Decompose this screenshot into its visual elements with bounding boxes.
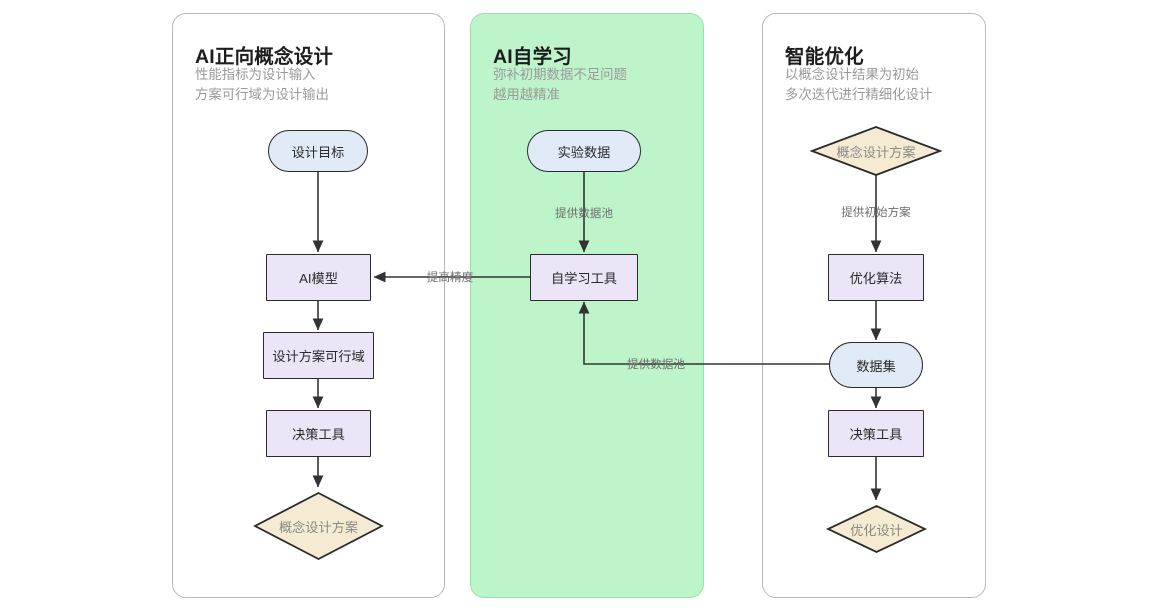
- node-design-goal[interactable]: 设计目标: [268, 130, 368, 172]
- node-decision-tool-left-label: 决策工具: [292, 427, 345, 442]
- node-optimization-algorithm[interactable]: 优化算法: [828, 254, 924, 301]
- node-dataset[interactable]: 数据集: [829, 342, 923, 388]
- node-decision-tool-right[interactable]: 决策工具: [828, 410, 924, 457]
- diamond-shape-icon: [810, 126, 942, 176]
- edge-label-improve-accuracy: 提高精度: [426, 271, 474, 284]
- node-dataset-label: 数据集: [856, 358, 896, 374]
- column-subtitle-middle-line1: 弥补初期数据不足问题: [493, 67, 627, 82]
- node-ai-model-label: AI模型: [299, 271, 338, 286]
- node-concept-scheme-right[interactable]: 概念设计方案: [810, 125, 942, 177]
- edge-label-provide-data-pool-cross: 提供数据池: [627, 358, 685, 371]
- node-experiment-data-label: 实验数据: [557, 144, 611, 160]
- column-title-middle: AI自学习: [493, 46, 573, 68]
- node-decision-tool-left[interactable]: 决策工具: [266, 410, 371, 457]
- node-ai-model[interactable]: AI模型: [266, 254, 371, 301]
- column-intelligent-optimization: 智能优化 以概念设计结果为初始 多次迭代进行精细化设计: [762, 13, 986, 598]
- node-feasible-domain[interactable]: 设计方案可行域: [263, 332, 374, 379]
- node-design-goal-label: 设计目标: [291, 144, 345, 160]
- node-decision-tool-right-label: 决策工具: [849, 427, 903, 442]
- edge-dataset-to-self-learning-tool: [578, 301, 831, 365]
- column-subtitle-right-line1: 以概念设计结果为初始: [785, 67, 919, 82]
- node-concept-scheme-right-label: 概念设计方案: [836, 144, 916, 160]
- node-self-learning-tool[interactable]: 自学习工具: [530, 254, 638, 301]
- node-concept-scheme-left-label: 概念设计方案: [278, 519, 359, 535]
- node-self-learning-tool-label: 自学习工具: [551, 271, 617, 286]
- edge-label-provide-data-pool-middle: 提供数据池: [555, 207, 613, 220]
- column-subtitle-middle-line2: 越用越精准: [493, 87, 560, 102]
- column-subtitle-right-line2: 多次迭代进行精细化设计: [785, 87, 933, 102]
- node-optimized-design[interactable]: 优化设计: [826, 504, 927, 554]
- column-subtitle-left-line2: 方案可行域为设计输出: [195, 87, 329, 102]
- column-subtitle-left-line1: 性能指标为设计输入: [195, 67, 316, 82]
- edge-label-provide-initial-scheme: 提供初始方案: [841, 206, 911, 219]
- node-experiment-data[interactable]: 实验数据: [527, 130, 641, 172]
- node-feasible-domain-label: 设计方案可行域: [272, 349, 365, 364]
- diamond-shape-icon: [253, 491, 384, 561]
- column-title-right: 智能优化: [785, 46, 864, 68]
- column-title-left: AI正向概念设计: [195, 46, 334, 68]
- diamond-shape-icon: [826, 505, 927, 553]
- node-optimization-algorithm-label: 优化算法: [849, 271, 903, 286]
- node-optimized-design-label: 优化设计: [850, 522, 903, 538]
- node-concept-scheme-left[interactable]: 概念设计方案: [253, 491, 384, 561]
